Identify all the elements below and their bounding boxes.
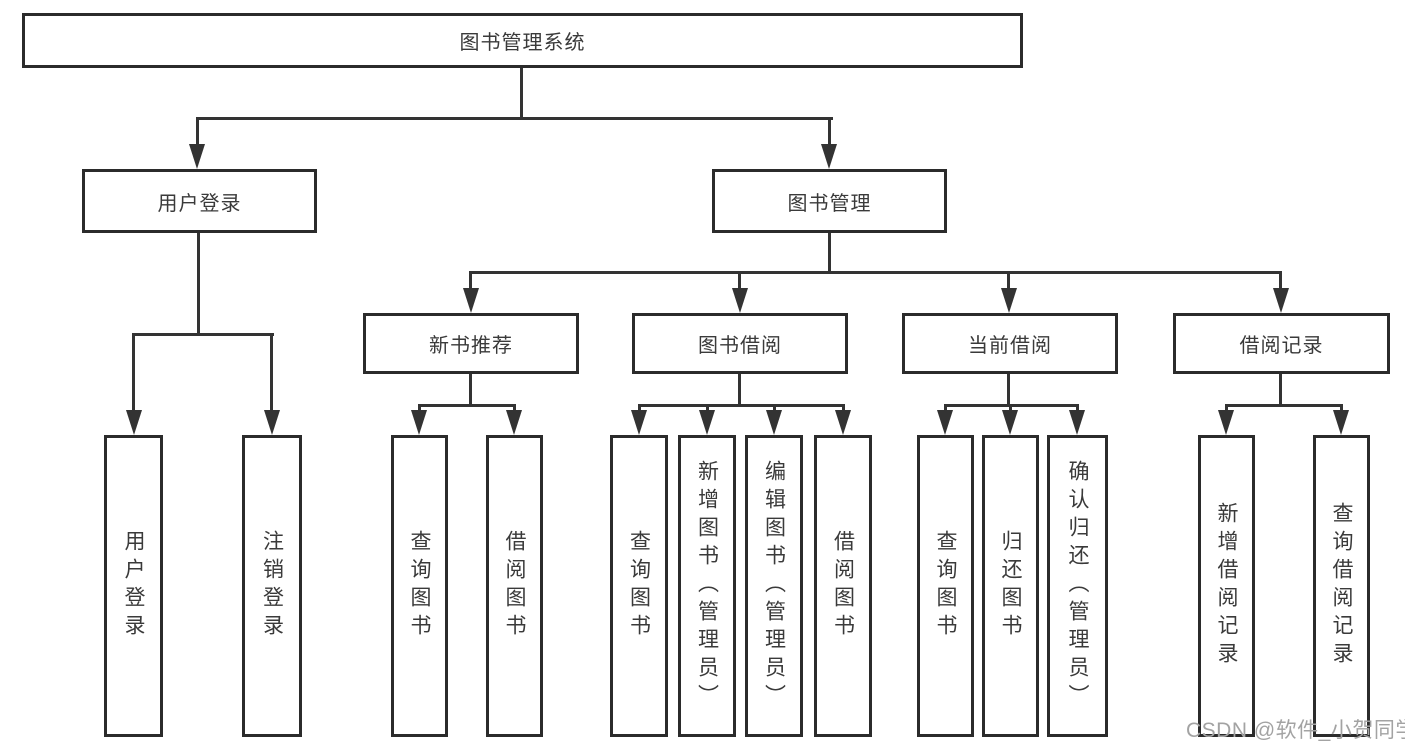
connector-line <box>1279 374 1282 407</box>
node-current-borrow-label: 当前借阅 <box>968 335 1052 357</box>
connector-line <box>1009 404 1012 413</box>
connector-line <box>842 404 845 413</box>
leaf-nb-borrow-books-label: 借阅图书 <box>503 530 526 642</box>
connector-line <box>196 117 199 146</box>
leaf-cb-query-books-label: 查询图书 <box>934 530 957 642</box>
node-user-login-label: 用户登录 <box>157 192 242 215</box>
connector-line <box>513 404 516 413</box>
node-book-management-label: 图书管理 <box>787 192 872 215</box>
connector-line <box>196 117 833 120</box>
arrowhead-icon <box>732 288 748 313</box>
leaf-bb-edit-books-admin: 编辑图书（管理员） <box>745 435 803 737</box>
arrowhead-icon <box>189 144 205 169</box>
connector-line <box>470 271 1282 274</box>
node-root-label: 图书管理系统 <box>459 32 586 54</box>
node-current-borrow: 当前借阅 <box>902 313 1118 374</box>
connector-line <box>197 233 200 335</box>
leaf-br-add-record: 新增借阅记录 <box>1198 435 1255 737</box>
leaf-logout-label: 注销登录 <box>260 530 284 642</box>
connector-line <box>773 404 776 413</box>
leaf-cb-return-books: 归还图书 <box>982 435 1039 737</box>
connector-line <box>1225 404 1228 413</box>
connector-line <box>828 233 831 274</box>
arrowhead-icon <box>835 410 851 435</box>
leaf-logout: 注销登录 <box>242 435 302 737</box>
connector-line <box>418 404 516 407</box>
connector-line <box>1340 404 1343 413</box>
leaf-bb-edit-books-admin-label: 编辑图书（管理员） <box>762 460 786 712</box>
connector-line <box>133 333 274 336</box>
leaf-cb-confirm-return-admin-label: 确认归还（管理员） <box>1066 460 1089 712</box>
node-borrow-records-label: 借阅记录 <box>1239 335 1324 357</box>
arrowhead-icon <box>1002 410 1018 435</box>
leaf-bb-add-books-admin: 新增图书（管理员） <box>678 435 736 737</box>
csdn-watermark: CSDN @软件_小贺同学 <box>1186 719 1405 742</box>
arrowhead-icon <box>463 288 479 313</box>
connector-line <box>1225 404 1343 407</box>
leaf-br-query-record: 查询借阅记录 <box>1313 435 1370 737</box>
connector-line <box>132 333 135 412</box>
leaf-br-query-record-label: 查询借阅记录 <box>1330 502 1353 670</box>
leaf-bb-borrow-books: 借阅图书 <box>814 435 872 737</box>
connector-line <box>1076 404 1079 413</box>
leaf-cb-confirm-return-admin: 确认归还（管理员） <box>1047 435 1108 737</box>
connector-line <box>944 404 947 413</box>
connector-line <box>638 404 845 407</box>
node-new-book-recommend-label: 新书推荐 <box>429 335 513 357</box>
arrowhead-icon <box>411 410 427 435</box>
leaf-cb-return-books-label: 归还图书 <box>999 530 1022 642</box>
arrowhead-icon <box>1273 288 1289 313</box>
node-new-book-recommend: 新书推荐 <box>363 313 579 374</box>
connector-line <box>469 271 472 290</box>
arrowhead-icon <box>1001 288 1017 313</box>
node-book-management: 图书管理 <box>712 169 947 233</box>
arrowhead-icon <box>1218 410 1234 435</box>
connector-line <box>520 68 523 119</box>
node-root: 图书管理系统 <box>22 13 1023 68</box>
arrowhead-icon <box>699 410 715 435</box>
leaf-user-login-label: 用户登录 <box>122 530 145 642</box>
arrowhead-icon <box>937 410 953 435</box>
leaf-bb-add-books-admin-label: 新增图书（管理员） <box>695 460 719 712</box>
leaf-user-login: 用户登录 <box>104 435 163 737</box>
leaf-nb-query-books: 查询图书 <box>391 435 448 737</box>
leaf-bb-query-books: 查询图书 <box>610 435 668 737</box>
connector-line <box>738 374 741 407</box>
arrowhead-icon <box>126 410 142 435</box>
arrowhead-icon <box>766 410 782 435</box>
connector-line <box>1007 271 1010 290</box>
connector-line <box>738 271 741 290</box>
connector-line <box>638 404 641 413</box>
arrowhead-icon <box>264 410 280 435</box>
node-book-borrow-label: 图书借阅 <box>698 335 782 357</box>
arrowhead-icon <box>631 410 647 435</box>
leaf-cb-query-books: 查询图书 <box>917 435 974 737</box>
arrowhead-icon <box>821 144 837 169</box>
connector-line <box>828 117 831 146</box>
leaf-nb-borrow-books: 借阅图书 <box>486 435 543 737</box>
arrowhead-icon <box>506 410 522 435</box>
node-user-login: 用户登录 <box>82 169 317 233</box>
connector-line <box>469 374 472 407</box>
node-borrow-records: 借阅记录 <box>1173 313 1390 374</box>
connector-line <box>270 333 273 412</box>
connector-line <box>706 404 709 413</box>
node-book-borrow: 图书借阅 <box>632 313 848 374</box>
connector-line <box>1007 374 1010 407</box>
connector-line <box>1279 271 1282 290</box>
leaf-bb-borrow-books-label: 借阅图书 <box>831 530 855 642</box>
arrowhead-icon <box>1333 410 1349 435</box>
leaf-bb-query-books-label: 查询图书 <box>627 530 651 642</box>
leaf-br-add-record-label: 新增借阅记录 <box>1215 502 1238 670</box>
connector-line <box>418 404 421 413</box>
leaf-nb-query-books-label: 查询图书 <box>408 530 431 642</box>
arrowhead-icon <box>1069 410 1085 435</box>
